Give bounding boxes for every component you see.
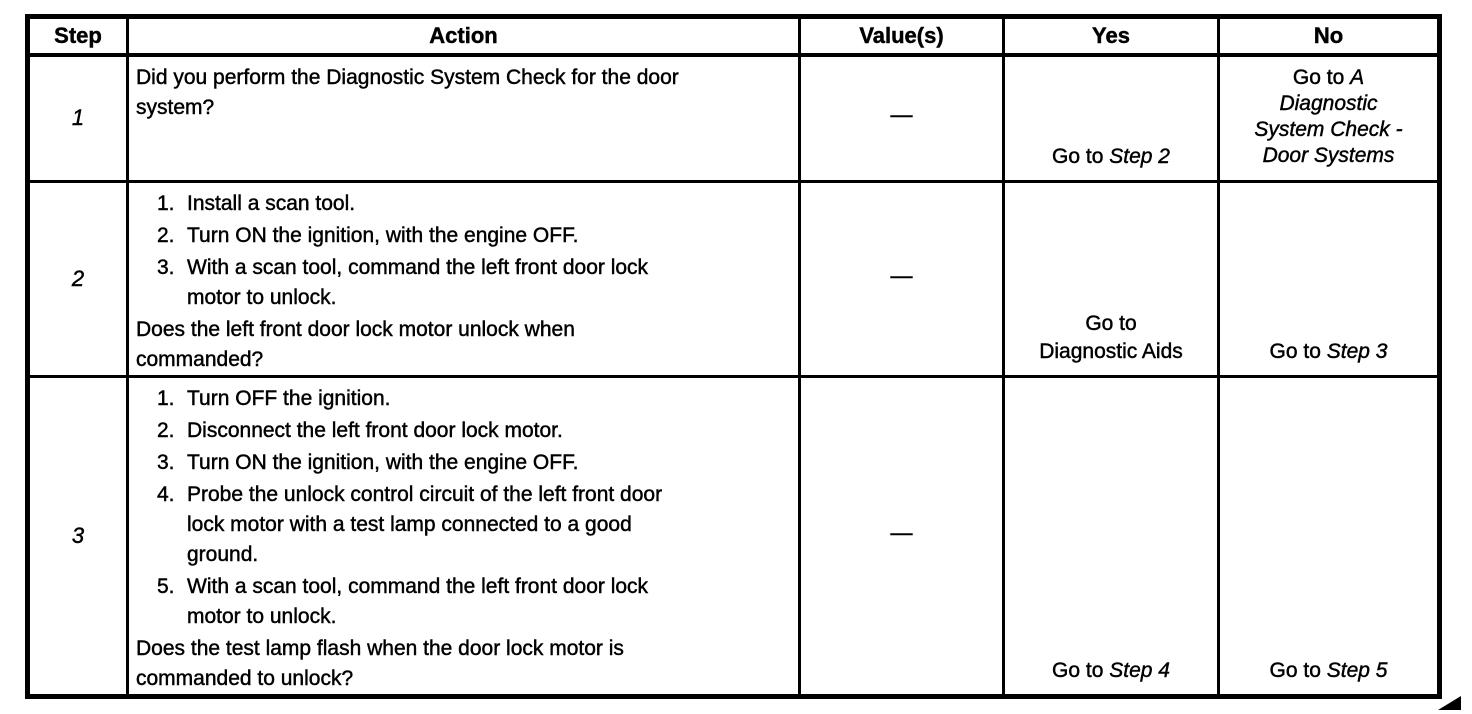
table-row-step-2: 2 1. Install a scan tool. 2. Turn ON the… [26, 179, 1441, 378]
list-item-number: 2. [157, 418, 175, 442]
action-cell: 1. Turn OFF the ignition. 2. Disconnect … [126, 374, 801, 698]
goto-text: Go to [1052, 144, 1110, 168]
goto-line: System Check - [1224, 117, 1433, 143]
goto-target: Step 3 [1326, 339, 1388, 363]
yes-cell: Go to Step 2 [1002, 53, 1220, 183]
goto-text: Go to [1052, 658, 1110, 682]
column-header-yes: Yes [1002, 15, 1220, 57]
diagnostic-table: Step Action Value(s) Yes No 1 Did you pe… [25, 14, 1442, 699]
list-item-line: Turn OFF the ignition. [187, 386, 391, 410]
yes-cell: Go to Step 4 [1002, 374, 1220, 698]
action-list-item: 2. Turn ON the ignition, with the engine… [136, 221, 790, 251]
question-line: system? [136, 96, 215, 119]
goto-target: System Check - [1254, 118, 1403, 142]
value-cell: — [798, 374, 1005, 698]
question-line: commanded? [136, 347, 264, 371]
column-header-no: No [1217, 15, 1441, 57]
list-item-text: With a scan tool, command the left front… [187, 253, 790, 313]
step-number: 1 [26, 53, 129, 183]
goto-text: Diagnostic Aids [1039, 339, 1183, 363]
action-list-item: 1. Install a scan tool. [136, 189, 790, 219]
question-line: Did you perform the Diagnostic System Ch… [136, 66, 679, 89]
action-list-item: 3. Turn ON the ignition, with the engine… [136, 448, 790, 478]
goto-text: Go to [1269, 658, 1327, 682]
goto-line: Go to Step 3 [1226, 338, 1431, 366]
table-header: Step Action Value(s) Yes No [26, 15, 1441, 57]
list-item-line: With a scan tool, command the left front… [187, 255, 649, 279]
list-item-line: Turn ON the ignition, with the engine OF… [187, 223, 579, 247]
action-list-item: 5. With a scan tool, command the left fr… [136, 572, 790, 632]
list-item-line: ground. [187, 542, 259, 566]
list-item-text: Turn OFF the ignition. [187, 384, 790, 414]
value-cell: — [798, 179, 1005, 378]
list-item-line: Probe the unlock control circuit of the … [187, 482, 663, 506]
list-item-text: Disconnect the left front door lock moto… [187, 416, 790, 446]
list-item-number: 5. [157, 574, 175, 598]
value-cell: — [798, 53, 1005, 183]
list-item-text: Turn ON the ignition, with the engine OF… [187, 221, 790, 251]
goto-target: Step 4 [1109, 658, 1170, 682]
yes-cell: Go to Diagnostic Aids [1002, 179, 1220, 378]
list-item-number: 2. [157, 223, 175, 247]
goto-target: Step 5 [1326, 658, 1388, 682]
goto-line: Go to A [1224, 65, 1433, 91]
action-question: Did you perform the Diagnostic System Ch… [136, 63, 790, 123]
question-line: Does the test lamp flash when the door l… [136, 636, 624, 660]
question-line: commanded to unlock? [136, 666, 354, 690]
list-item-number: 4. [157, 482, 175, 506]
list-item-line: motor to unlock. [187, 285, 337, 309]
action-list-item: 1. Turn OFF the ignition. [136, 384, 790, 414]
step-number: 2 [26, 179, 129, 378]
no-cell: Go to Step 5 [1217, 374, 1441, 698]
column-header-step: Step [26, 15, 129, 57]
list-item-number: 3. [157, 255, 175, 279]
goto-line: Go to Step 4 [1011, 657, 1211, 685]
column-header-action: Action [126, 15, 801, 57]
action-question: Does the test lamp flash when the door l… [136, 634, 790, 694]
goto-text: Go to [1085, 311, 1137, 335]
action-list-item: 3. With a scan tool, command the left fr… [136, 253, 790, 313]
list-item-text: With a scan tool, command the left front… [187, 572, 790, 632]
list-item-text: Install a scan tool. [187, 189, 790, 219]
goto-line: Diagnostic Aids [1011, 338, 1211, 366]
goto-text: Go to [1292, 66, 1351, 90]
table-row-step-3: 3 1. Turn OFF the ignition. 2. Disconnec… [26, 374, 1441, 698]
list-item-number: 1. [157, 386, 175, 410]
column-header-values: Value(s) [798, 15, 1005, 57]
goto-line: Diagnostic [1224, 91, 1433, 117]
list-item-text: Turn ON the ignition, with the engine OF… [187, 448, 790, 478]
list-item-line: Install a scan tool. [187, 191, 356, 215]
action-list-item: 4. Probe the unlock control circuit of t… [136, 480, 790, 570]
goto-line: Door Systems [1224, 143, 1433, 169]
list-item-line: Turn ON the ignition, with the engine OF… [187, 450, 579, 474]
goto-text: Go to [1269, 339, 1327, 363]
list-item-line: motor to unlock. [187, 604, 337, 628]
list-item-line: Disconnect the left front door lock moto… [187, 418, 563, 442]
goto-line: Go to [1011, 310, 1211, 338]
table-row-step-1: 1 Did you perform the Diagnostic System … [26, 53, 1441, 183]
list-item-number: 3. [157, 450, 175, 474]
no-cell: Go to A Diagnostic System Check - Door S… [1217, 53, 1441, 183]
no-cell: Go to Step 3 [1217, 179, 1441, 378]
action-question: Does the left front door lock motor unlo… [136, 315, 790, 374]
list-item-line: lock motor with a test lamp connected to… [187, 512, 632, 536]
step-number: 3 [26, 374, 129, 698]
list-item-line: With a scan tool, command the left front… [187, 574, 649, 598]
goto-target: A [1350, 66, 1365, 90]
goto-target: Diagnostic [1279, 92, 1378, 116]
action-cell: 1. Install a scan tool. 2. Turn ON the i… [126, 179, 801, 378]
action-cell: Did you perform the Diagnostic System Ch… [126, 53, 801, 183]
goto-target: Step 2 [1109, 144, 1170, 168]
goto-line: Go to Step 2 [1011, 143, 1211, 171]
list-item-text: Probe the unlock control circuit of the … [187, 480, 790, 570]
goto-target: Door Systems [1262, 144, 1395, 168]
action-list-item: 2. Disconnect the left front door lock m… [136, 416, 790, 446]
question-line: Does the left front door lock motor unlo… [136, 317, 575, 341]
goto-line: Go to Step 5 [1226, 657, 1431, 685]
list-item-number: 1. [157, 191, 175, 215]
